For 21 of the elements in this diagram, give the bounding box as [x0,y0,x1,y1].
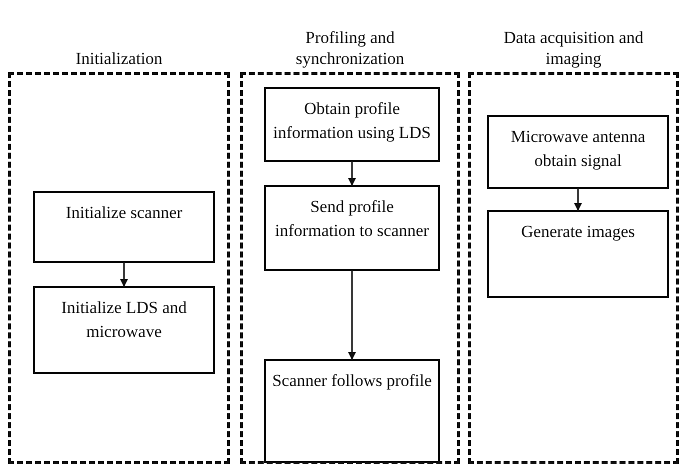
step-text: Microwave antenna obtain signal [510,126,646,172]
stage-heading: Profiling and synchronization [294,27,406,69]
process-box [33,286,215,374]
step-text: Generate images [521,221,635,243]
arrow [574,189,582,211]
process-box [487,210,669,298]
arrow [120,263,128,287]
process-box [487,115,669,189]
stage-heading: Data acquisition and imaging [502,27,644,69]
step-text: Obtain profile information using LDS [272,98,432,144]
step-text: Scanner follows profile [272,370,432,392]
process-box [264,359,440,463]
step-text: Send profile information to scanner [274,196,430,242]
step-text: Initialize LDS and microwave [60,297,188,343]
arrow [348,162,356,186]
step-text: Initialize scanner [66,202,182,224]
stage-heading: Initialization [74,48,164,69]
process-box [264,87,440,162]
process-box [33,191,215,263]
arrow [348,271,356,360]
process-box [264,185,440,271]
